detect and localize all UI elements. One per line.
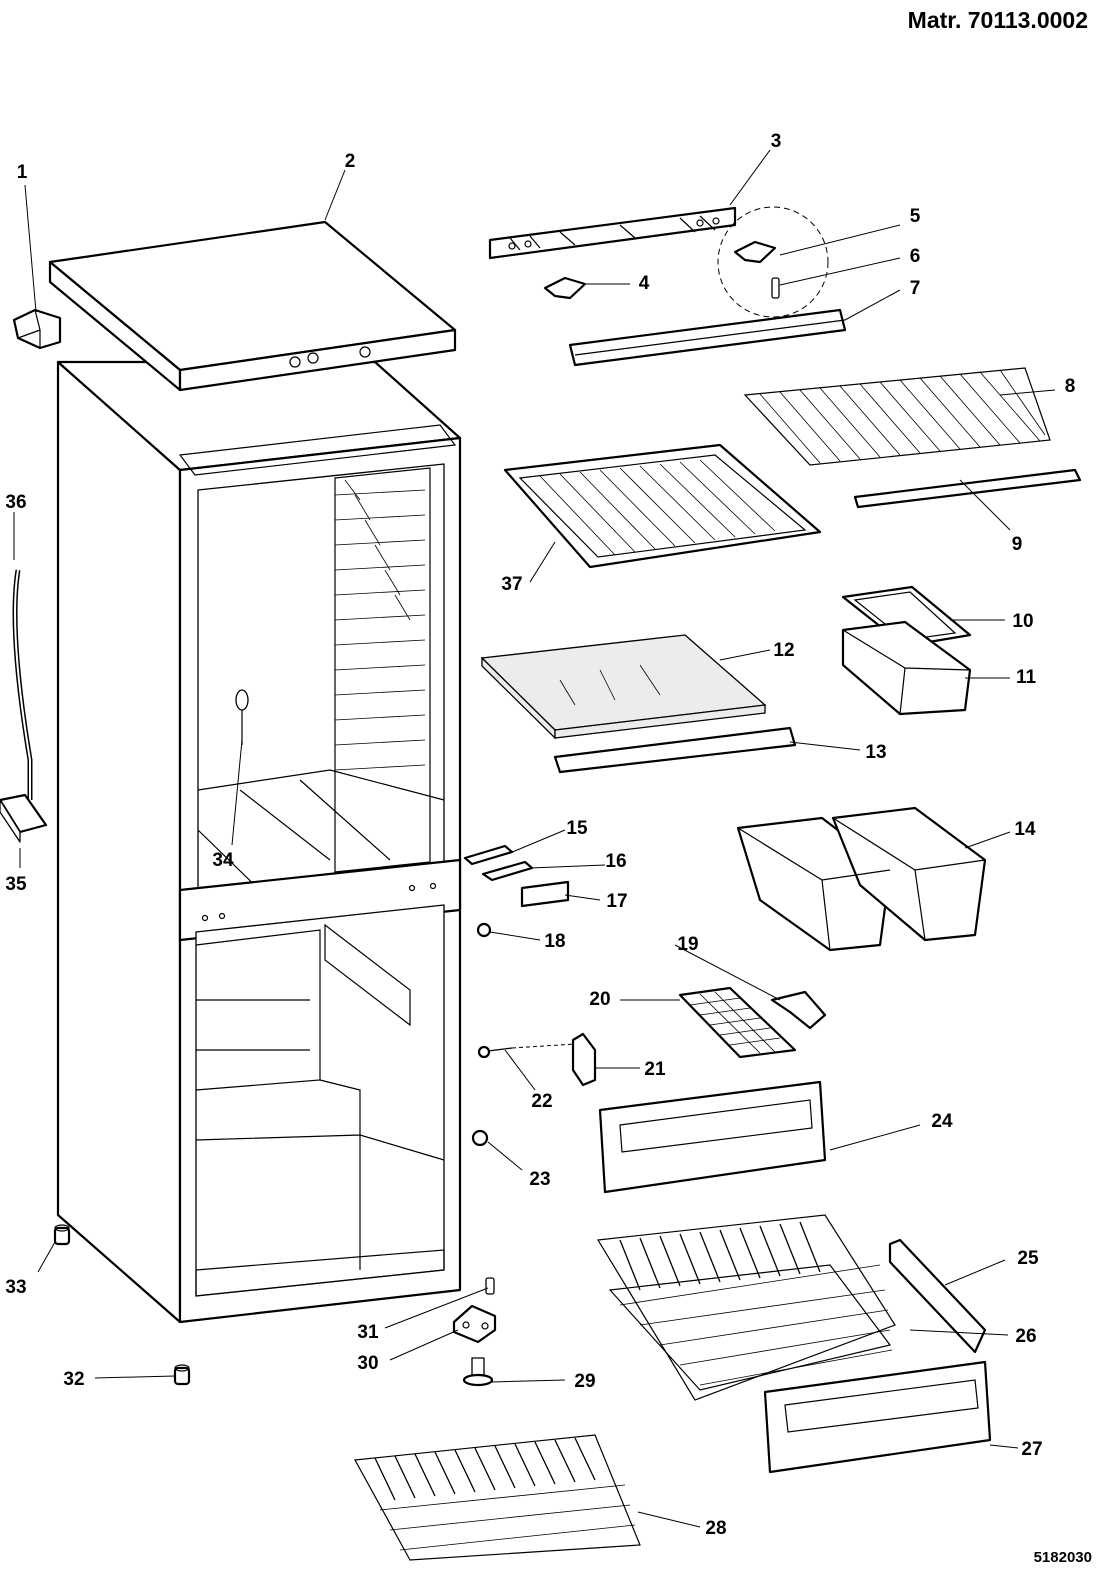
callout-4: 4 (639, 273, 650, 294)
part-4-hinge-plate (543, 276, 587, 300)
part-23-knob (471, 1129, 489, 1147)
callout-12: 12 (773, 640, 794, 661)
cabinet-body (56, 360, 462, 1324)
part-1-end-cap (12, 308, 62, 350)
callout-13: 13 (865, 742, 886, 763)
detail-circle (717, 206, 829, 318)
part-37-shelf (503, 443, 822, 569)
callout-22: 22 (531, 1091, 552, 1112)
callout-16: 16 (605, 851, 626, 872)
part-12-glass-shelf (480, 634, 767, 740)
part-9-trim (853, 468, 1082, 509)
part-25-rail (888, 1238, 987, 1354)
part-7-trim (568, 308, 847, 367)
part-27-drawer-front (763, 1360, 992, 1474)
callout-31: 31 (357, 1322, 379, 1343)
material-code: Matr. 70113.0002 (908, 7, 1088, 33)
callout-20: 20 (589, 989, 610, 1010)
part-25-26-basket (596, 1214, 896, 1401)
callout-37: 37 (501, 574, 522, 595)
callout-9: 9 (1012, 534, 1023, 555)
callout-10: 10 (1012, 611, 1033, 632)
leader-lines (13, 149, 1056, 1528)
part-17-block (520, 880, 570, 908)
part-14-bins (736, 806, 987, 952)
callout-28: 28 (705, 1518, 726, 1539)
part-30-hinge (452, 1304, 497, 1344)
part-29-adjustable-foot (462, 1357, 494, 1387)
callout-36: 36 (5, 492, 26, 513)
callout-1: 1 (17, 162, 28, 183)
callout-21: 21 (644, 1059, 666, 1080)
callout-7: 7 (910, 278, 921, 299)
callout-18: 18 (544, 931, 565, 952)
part-16-hinge (481, 860, 534, 882)
part-18-screw (476, 922, 492, 938)
callout-14: 14 (1014, 819, 1036, 840)
callout-30: 30 (357, 1353, 378, 1374)
callout-24: 24 (931, 1111, 953, 1132)
part-20-ice-tray (678, 986, 797, 1059)
callout-32: 32 (63, 1369, 84, 1390)
part-21-bracket (571, 1032, 597, 1087)
callout-5: 5 (910, 206, 921, 227)
part-13-shelf-trim (553, 726, 797, 774)
part-35-bracket (0, 793, 48, 843)
callout-2: 2 (345, 151, 356, 172)
callout-15: 15 (566, 818, 588, 839)
callout-19: 19 (677, 934, 698, 955)
callout-labels: 1 2 3 4 5 6 7 8 9 10 11 12 13 14 15 16 1… (5, 131, 1075, 1539)
part-33-foot (53, 1224, 71, 1246)
part-31-pin (485, 1277, 495, 1295)
callout-26: 26 (1015, 1326, 1036, 1347)
callout-34: 34 (212, 850, 234, 871)
part-5-hinge-plate (733, 240, 777, 264)
part-24-drawer-front (598, 1080, 827, 1194)
callout-3: 3 (771, 131, 782, 152)
part-22-screw (477, 1043, 576, 1059)
drawing-number: 5182030 (1034, 1549, 1092, 1566)
callout-6: 6 (910, 246, 921, 267)
top-cover (48, 220, 457, 392)
callout-23: 23 (529, 1169, 550, 1190)
callout-8: 8 (1065, 376, 1076, 397)
part-19-scraper (770, 990, 827, 1030)
part-11-box (841, 620, 972, 716)
part-32-foot (173, 1364, 191, 1386)
callout-25: 25 (1017, 1248, 1039, 1269)
callout-33: 33 (5, 1277, 26, 1298)
part-8-wire-shelf (743, 367, 1051, 466)
part-15-hinge (463, 844, 514, 866)
callout-29: 29 (574, 1371, 595, 1392)
part-3-control-strip (488, 206, 737, 260)
callout-27: 27 (1021, 1439, 1042, 1460)
part-28-basket (354, 1434, 641, 1561)
callout-35: 35 (5, 874, 27, 895)
part-36-tube (12, 569, 33, 800)
part-6-pin (771, 277, 780, 299)
callout-11: 11 (1016, 667, 1037, 688)
callout-17: 17 (606, 891, 627, 912)
